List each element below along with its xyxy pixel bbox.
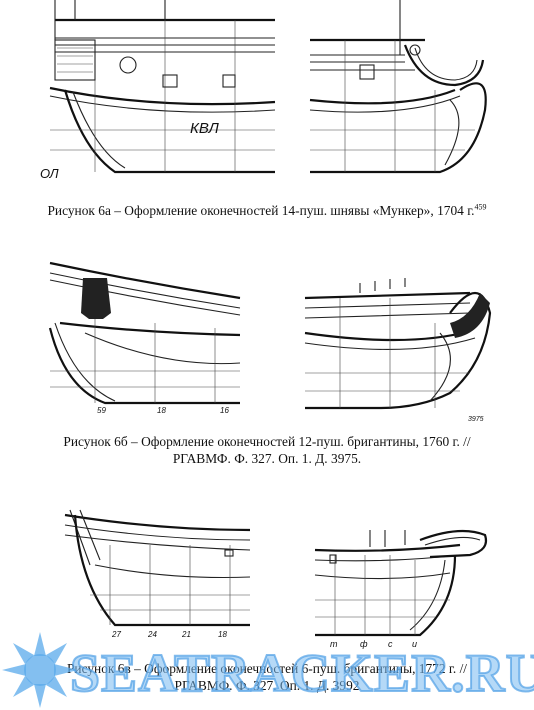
figure-6v: 27 24 21 18 т ф с и Рисунок 6в – Оформле… bbox=[0, 500, 534, 710]
label-6v-27: 27 bbox=[111, 630, 121, 639]
caption-6v-line1: Рисунок 6в – Оформление оконечностей 6-п… bbox=[66, 661, 468, 676]
caption-6b: Рисунок 6б – Оформление оконечностей 12-… bbox=[0, 433, 534, 467]
label-6b-18: 18 bbox=[157, 406, 166, 415]
caption-6a-text: Рисунок 6а – Оформление оконечностей 14-… bbox=[47, 203, 475, 218]
drawing-6a-stern: ОЛ КВЛ bbox=[40, 0, 276, 181]
label-6v-f: ф bbox=[360, 639, 368, 649]
drawing-6b-bow: 3975 bbox=[304, 278, 492, 423]
label-6v-s: с bbox=[388, 639, 393, 649]
label-6b-16: 16 bbox=[220, 406, 229, 415]
label-6v-18: 18 bbox=[218, 630, 227, 639]
label-kvl: КВЛ bbox=[190, 120, 220, 137]
caption-6v: Рисунок 6в – Оформление оконечностей 6-п… bbox=[0, 660, 534, 694]
label-6v-i: и bbox=[412, 639, 417, 649]
watermark: SEATRACKER.RU bbox=[0, 628, 534, 710]
caption-6a-footnote: 459 bbox=[474, 202, 487, 212]
caption-6a: Рисунок 6а – Оформление оконечностей 14-… bbox=[0, 202, 534, 219]
caption-6b-line2: РГАВМФ. Ф. 327. Оп. 1. Д. 3975. bbox=[172, 451, 362, 466]
label-6b-3975: 3975 bbox=[468, 416, 484, 423]
label-6b-59: 59 bbox=[97, 406, 106, 415]
drawing-6b-stern: 59 18 16 bbox=[48, 261, 241, 415]
label-6v-24: 24 bbox=[147, 630, 157, 639]
caption-6b-line1: Рисунок 6б – Оформление оконечностей 12-… bbox=[63, 434, 471, 449]
figure-6b: 59 18 16 3975 Рисунок 6б – Оформление ок… bbox=[0, 248, 534, 468]
label-6v-t: т bbox=[330, 639, 338, 649]
caption-6v-line2: РГАВМФ. Ф. 327. Оп. 1. Д. 3992 bbox=[174, 678, 360, 693]
figure-6a: ОЛ КВЛ Рисунок 6а – Оформление оконечнос… bbox=[0, 0, 534, 218]
label-6v-21: 21 bbox=[181, 630, 191, 639]
label-ol: ОЛ bbox=[40, 166, 59, 181]
drawing-6a-bow bbox=[309, 0, 487, 174]
drawing-6v-stern: 27 24 21 18 bbox=[64, 509, 251, 639]
drawing-6v-bow: т ф с и bbox=[314, 529, 488, 649]
watermark-text: SEATRACKER.RU bbox=[69, 642, 534, 704]
watermark-star-icon bbox=[2, 632, 78, 708]
